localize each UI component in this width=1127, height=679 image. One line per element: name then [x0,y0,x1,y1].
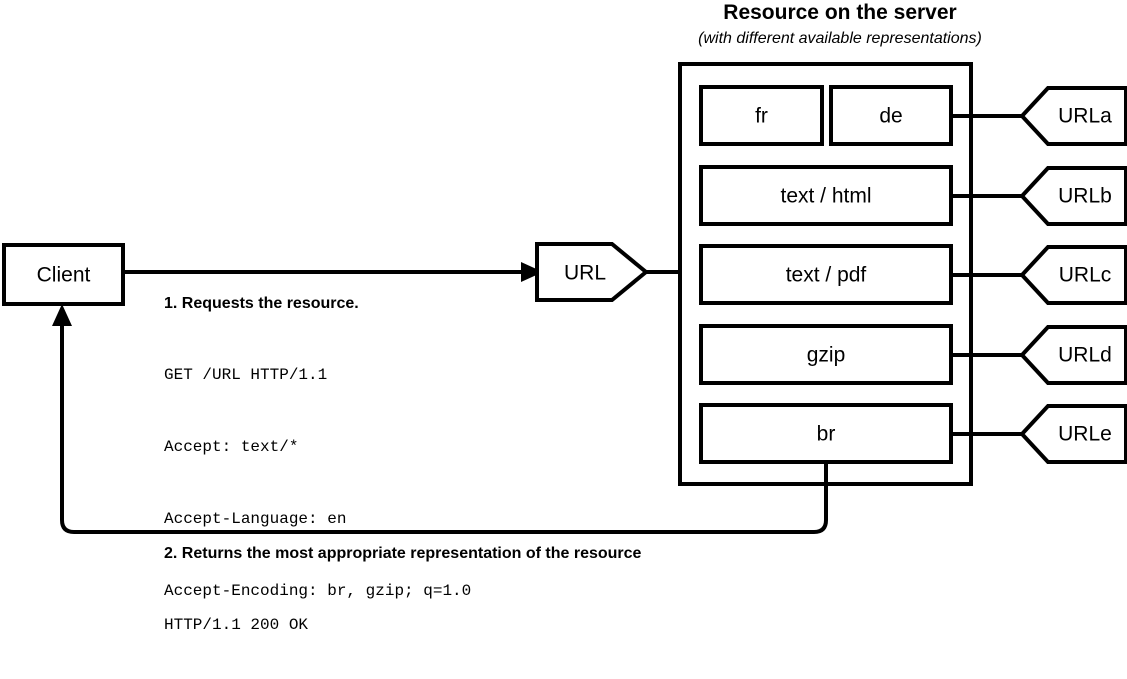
representation-box-text-pdf[interactable] [699,244,953,305]
step-1-message: GET /URL HTTP/1.1 Accept: text/* Accept-… [164,315,471,651]
url-tag-label-urld: URLd [1058,343,1112,367]
representation-label-de: de [879,104,903,128]
step-1-line-4: Accept-Encoding: br, gzip; q=1.0 [164,582,472,600]
url-tag-shape-urlc[interactable] [1019,245,1127,305]
representation-label-gzip: gzip [806,343,846,367]
url-tag-label-urlc: URLc [1058,263,1112,287]
request-arrow-head [521,262,543,282]
representation-box-br[interactable] [699,403,953,464]
response-path-line [60,322,828,534]
representation-label-text-pdf: text / pdf [785,263,867,287]
representation-box-gzip[interactable] [699,324,953,385]
step-2-message: HTTP/1.1 200 OK Content-Location: /URLe … [164,565,385,679]
representation-label-br: br [816,422,836,446]
url-tag-label-urlb: URLb [1058,184,1112,208]
representation-box-fr[interactable] [699,85,824,146]
representation-box-de[interactable] [829,85,953,146]
step-1-title: 1. Requests the resource. [164,295,359,312]
response-arrow-head [52,304,72,326]
step-1-line-1: GET /URL HTTP/1.1 [164,366,328,384]
representation-label-text-html: text / html [780,184,872,208]
server-heading-subtitle: (with different available representation… [698,30,982,47]
client-label: Client [36,263,91,287]
step-2-line-1: HTTP/1.1 200 OK [164,616,309,634]
server-heading-title: Resource on the server [723,1,957,24]
url-tag-shape-urla[interactable] [1019,86,1127,146]
url-request-node-shape[interactable] [535,242,650,302]
url-tag-shape-urld[interactable] [1019,325,1127,385]
url-tag-shape-urle[interactable] [1019,404,1127,464]
representation-label-fr: fr [755,104,768,128]
step-1-line-3: Accept-Language: en [164,510,347,528]
url-request-node-label: URL [563,261,606,285]
url-tag-label-urle: URLe [1058,422,1112,446]
client-box-outline[interactable] [2,243,125,306]
step-1-line-2: Accept: text/* [164,438,299,456]
url-tag-shape-urlb[interactable] [1019,166,1127,226]
url-tag-label-urla: URLa [1058,104,1112,128]
step-2-title: 2. Returns the most appropriate represen… [164,545,642,562]
